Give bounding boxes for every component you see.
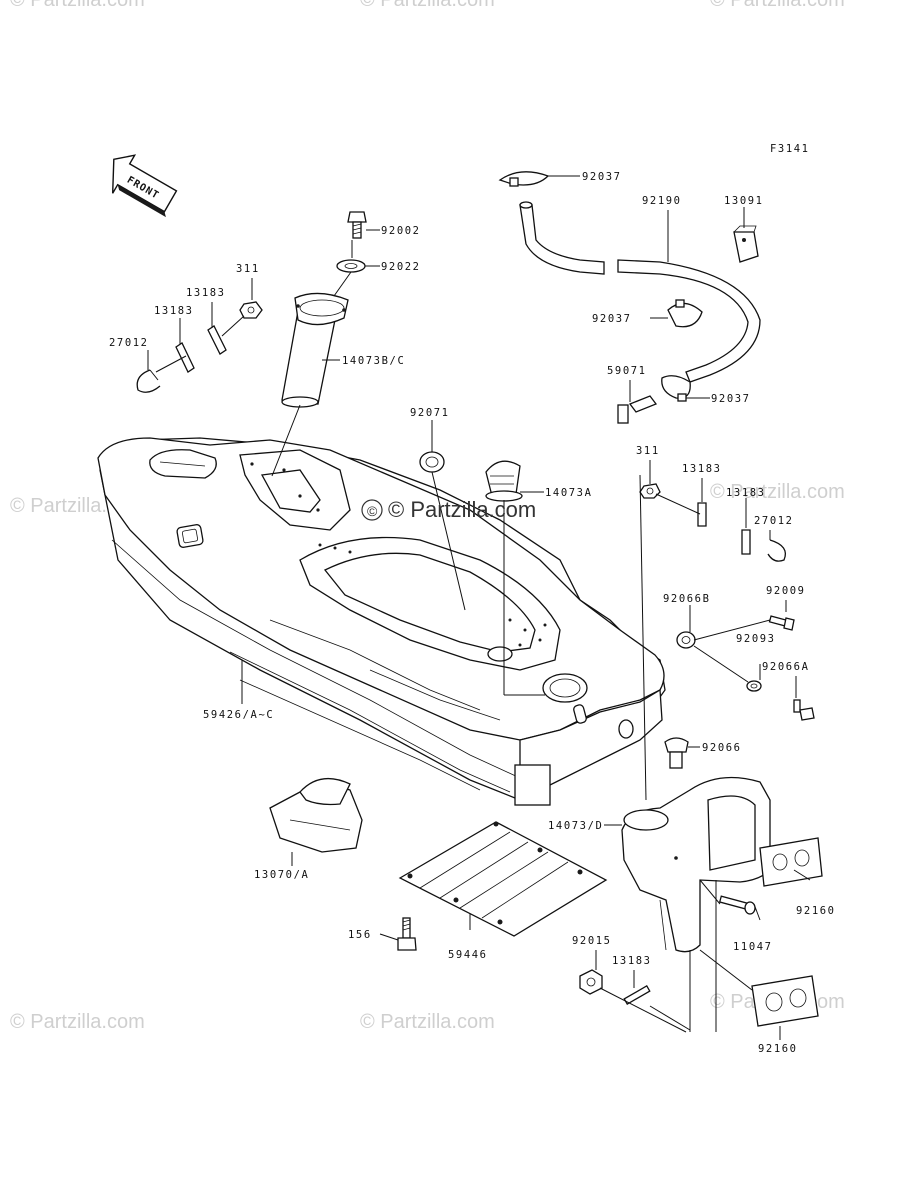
svg-text:©: © bbox=[367, 503, 378, 519]
label-13183-right-a: 13183 bbox=[682, 463, 722, 475]
label-92066: 92066 bbox=[702, 742, 742, 754]
block-13091-part bbox=[733, 225, 759, 263]
bolt-156-part bbox=[397, 917, 417, 951]
clamp-92037-top-part bbox=[498, 171, 550, 187]
watermark-top-1: © Partzilla.com bbox=[10, 0, 145, 11]
clamp-92037-low-part bbox=[661, 375, 691, 402]
plate-13183-left-part bbox=[175, 325, 227, 373]
washer-92093-part bbox=[746, 680, 762, 692]
label-27012-right: 27012 bbox=[754, 515, 794, 527]
duct-13070-part bbox=[269, 777, 363, 853]
label-13183-left-a: 13183 bbox=[186, 287, 226, 299]
nut-92015-part bbox=[579, 969, 603, 995]
label-59426: 59426/A~C bbox=[203, 709, 274, 721]
label-13183-left-b: 13183 bbox=[154, 305, 194, 317]
label-92022: 92022 bbox=[381, 261, 421, 273]
plate-13183-right-part bbox=[697, 502, 751, 555]
label-92037-mid: 92037 bbox=[592, 313, 632, 325]
grommet-92066b-part bbox=[676, 631, 696, 649]
label-311-right: 311 bbox=[636, 445, 660, 457]
label-11047: 11047 bbox=[733, 941, 773, 953]
label-59446: 59446 bbox=[448, 949, 488, 961]
label-27012-left: 27012 bbox=[109, 337, 149, 349]
clip-27012-left-part bbox=[136, 369, 161, 393]
gasket-92160-lower-part bbox=[751, 975, 819, 1027]
bolt-92002-part bbox=[347, 211, 367, 239]
watermark-bottom-1: © Partzilla.com bbox=[10, 1011, 145, 1033]
label-92071: 92071 bbox=[410, 407, 450, 419]
nut-311-right-part bbox=[639, 483, 661, 499]
hose-92190-part bbox=[519, 201, 761, 383]
label-14073d: 14073/D bbox=[548, 820, 603, 832]
screw-92009-part bbox=[768, 615, 795, 631]
grommet-92071-part bbox=[419, 451, 445, 473]
center-watermark: © © Partzilla.com bbox=[361, 497, 536, 522]
cap-14073a-part bbox=[485, 460, 523, 502]
label-14073b-c: 14073B/C bbox=[342, 355, 405, 367]
filler-tube-part bbox=[281, 292, 349, 408]
screw-92066a-part bbox=[793, 699, 815, 721]
label-92015: 92015 bbox=[572, 935, 612, 947]
exhaust-pipe-14073d-part bbox=[621, 776, 771, 953]
label-13183-right-b: 13183 bbox=[726, 487, 766, 499]
watermark-bottom-2: © Partzilla.com bbox=[360, 1011, 495, 1033]
label-14073a: 14073A bbox=[545, 487, 593, 499]
watermark-center: © Partzilla.com bbox=[388, 497, 536, 522]
label-92066b: 92066B bbox=[663, 593, 711, 605]
label-13070a: 13070/A bbox=[254, 869, 309, 881]
label-92066a: 92066A bbox=[762, 661, 810, 673]
label-156: 156 bbox=[348, 929, 372, 941]
watermark-middle-right: © Partzilla.com bbox=[710, 481, 845, 503]
gasket-92160-upper-part bbox=[759, 837, 823, 887]
watermark-top-2: © Partzilla.com bbox=[360, 0, 495, 11]
label-92037-low: 92037 bbox=[711, 393, 751, 405]
part-labels: 92037 92002 92022 92190 13091 311 13183 … bbox=[109, 171, 836, 1055]
label-311-left: 311 bbox=[236, 263, 260, 275]
label-92160-upper: 92160 bbox=[796, 905, 836, 917]
figure-code: F3141 bbox=[770, 143, 810, 155]
grille-59446-part bbox=[398, 821, 608, 937]
label-92009: 92009 bbox=[766, 585, 806, 597]
clamp-92037-mid-part bbox=[667, 299, 703, 328]
label-13183-bottom: 13183 bbox=[612, 955, 652, 967]
label-92002: 92002 bbox=[381, 225, 421, 237]
label-92160-lower: 92160 bbox=[758, 1043, 798, 1055]
label-13091: 13091 bbox=[724, 195, 764, 207]
pin-13183-part bbox=[623, 985, 651, 1005]
plug-92066-part bbox=[664, 737, 689, 769]
label-92037-top: 92037 bbox=[582, 171, 622, 183]
valve-59071-part bbox=[617, 395, 658, 424]
nut-311-left-part bbox=[239, 301, 263, 319]
label-59071: 59071 bbox=[607, 365, 647, 377]
clamp-11047-part bbox=[718, 895, 756, 915]
watermark-top-3: © Partzilla.com bbox=[710, 0, 845, 11]
clip-27012-right-part bbox=[767, 539, 787, 562]
label-92190: 92190 bbox=[642, 195, 682, 207]
hull-deck-part bbox=[97, 437, 666, 806]
washer-92022-part bbox=[336, 259, 366, 273]
leader-lines bbox=[147, 175, 811, 1040]
label-92093: 92093 bbox=[736, 633, 776, 645]
front-arrow-icon: FRONT bbox=[111, 154, 178, 218]
